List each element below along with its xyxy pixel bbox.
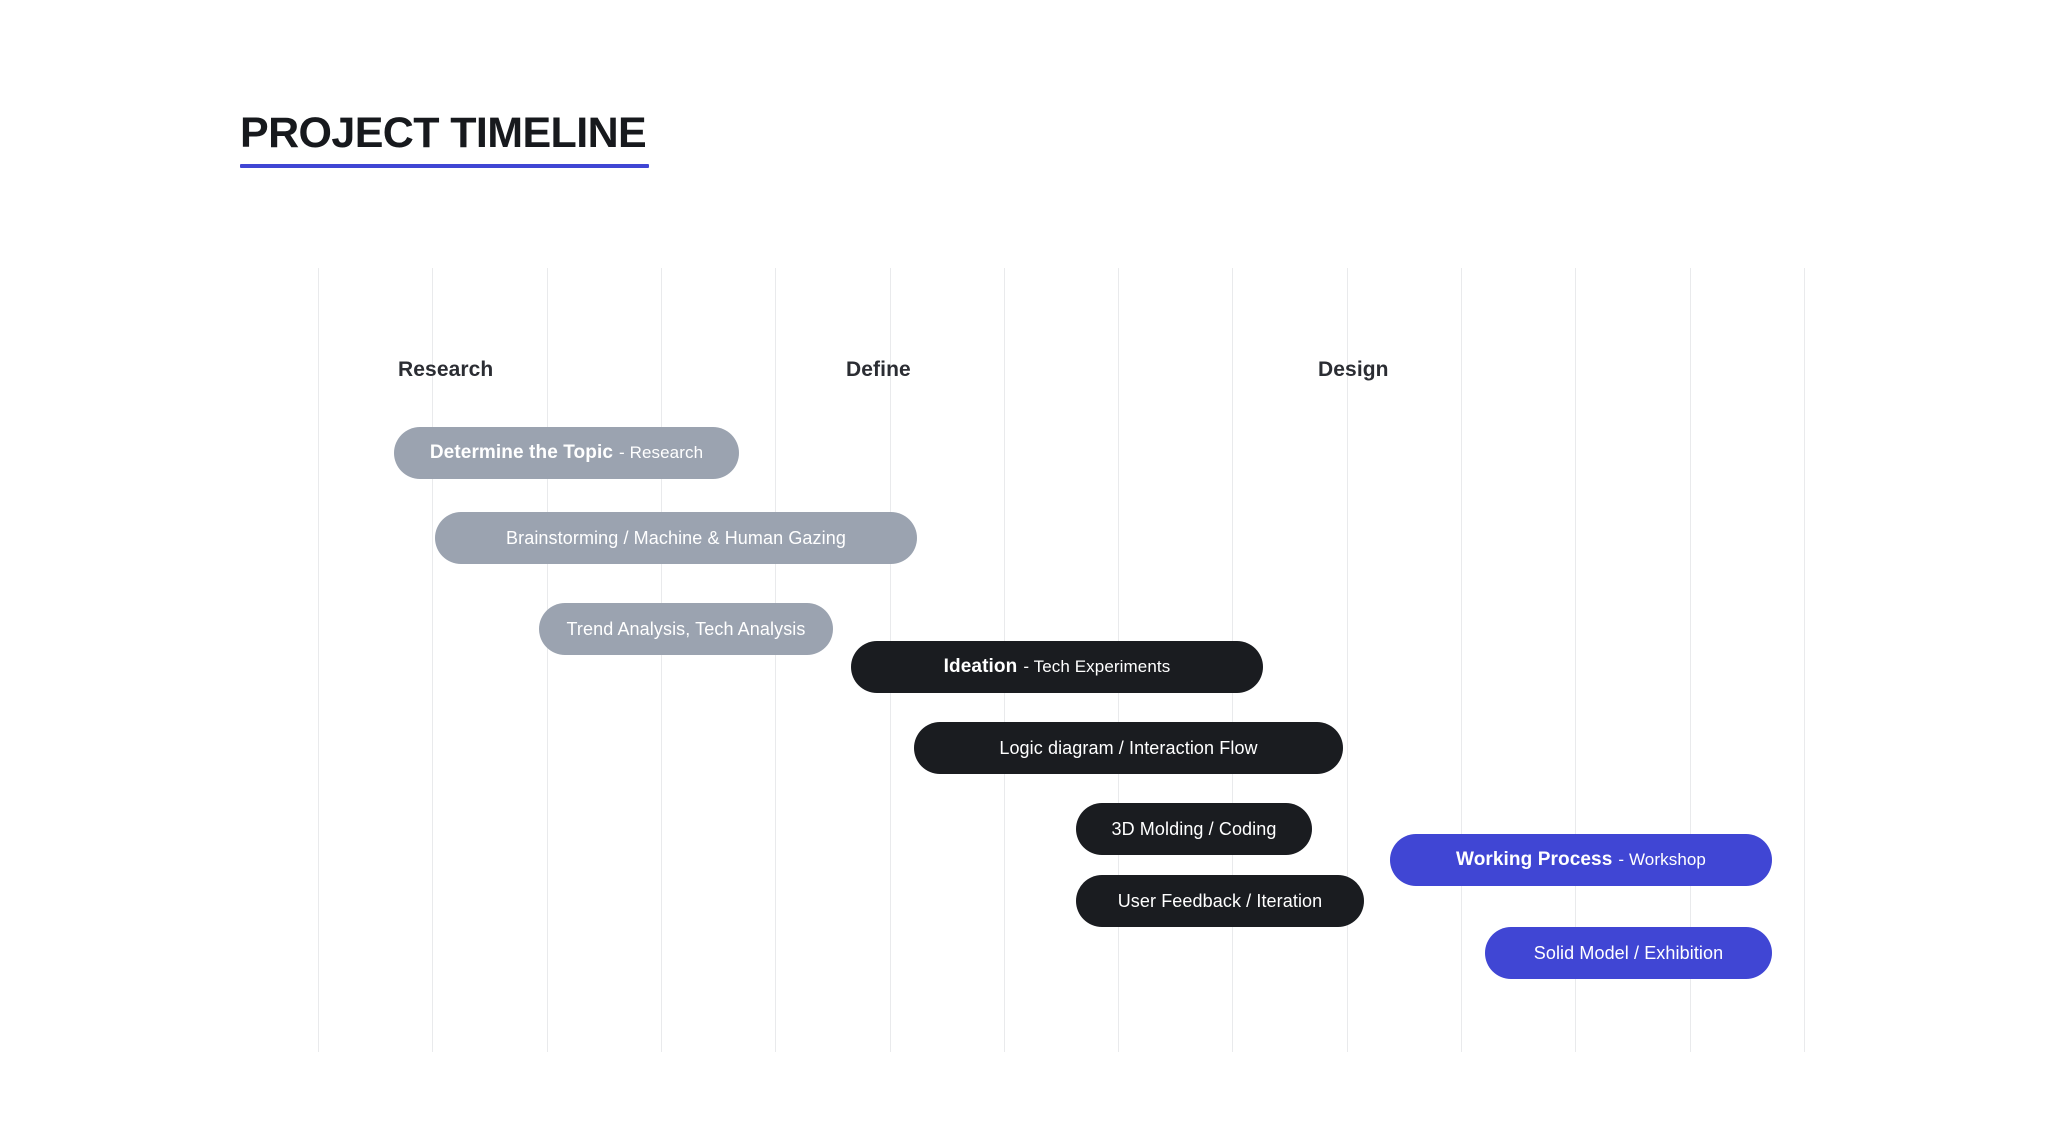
timeline-bar-subtitle: - Tech Experiments xyxy=(1023,657,1171,676)
timeline-bar-title: Ideation xyxy=(943,656,1018,677)
timeline-bar[interactable]: Determine the Topic - Research xyxy=(394,427,739,479)
timeline-bar-subtitle: - Workshop xyxy=(1618,850,1706,869)
timeline-bar-subtitle: Logic diagram / Interaction Flow xyxy=(999,737,1258,758)
timeline-bar-subtitle: User Feedback / Iteration xyxy=(1117,890,1323,911)
timeline-gridline xyxy=(432,268,433,1052)
title-underline-rule xyxy=(240,164,649,168)
timeline-gridline xyxy=(547,268,548,1052)
timeline-bar[interactable]: 3D Molding / Coding xyxy=(1076,803,1312,855)
timeline-bar[interactable]: Brainstorming / Machine & Human Gazing xyxy=(435,512,917,564)
timeline-bar-label: 3D Molding / Coding xyxy=(1112,819,1277,840)
timeline-bar-subtitle: Solid Model / Exhibition xyxy=(1533,942,1724,963)
page-title-block: PROJECT TIMELINE xyxy=(240,112,649,168)
timeline-gridline xyxy=(1347,268,1348,1052)
timeline-bar-subtitle: Brainstorming / Machine & Human Gazing xyxy=(506,527,846,548)
phase-label-design: Design xyxy=(1318,358,1389,381)
timeline-gridline xyxy=(1575,268,1576,1052)
timeline-bar-label: Determine the Topic - Research xyxy=(430,442,703,464)
timeline-bar-label: Logic diagram / Interaction Flow xyxy=(999,738,1257,759)
timeline-bar[interactable]: User Feedback / Iteration xyxy=(1076,875,1364,927)
timeline-bar-label: Working Process - Workshop xyxy=(1456,849,1706,871)
timeline-bar-subtitle: 3D Molding / Coding xyxy=(1111,818,1277,839)
timeline-bar-subtitle: Trend Analysis, Tech Analysis xyxy=(566,618,806,639)
timeline-gridline xyxy=(775,268,776,1052)
timeline-bar[interactable]: Ideation - Tech Experiments xyxy=(851,641,1263,693)
timeline-bar-subtitle: - Research xyxy=(619,443,704,462)
timeline-bar[interactable]: Logic diagram / Interaction Flow xyxy=(914,722,1343,774)
timeline-bar-title: Determine the Topic xyxy=(429,442,613,463)
timeline-bar-label: Brainstorming / Machine & Human Gazing xyxy=(506,528,846,549)
timeline-gridline xyxy=(1804,268,1805,1052)
page-title: PROJECT TIMELINE xyxy=(240,109,647,157)
timeline-bar-label: User Feedback / Iteration xyxy=(1118,891,1323,912)
timeline-gridline xyxy=(661,268,662,1052)
timeline-bar[interactable]: Working Process - Workshop xyxy=(1390,834,1772,886)
timeline-bar[interactable]: Trend Analysis, Tech Analysis xyxy=(539,603,833,655)
timeline-gridline xyxy=(318,268,319,1052)
timeline-bar-label: Ideation - Tech Experiments xyxy=(944,656,1171,678)
timeline-gridline xyxy=(1461,268,1462,1052)
phase-label-research: Research xyxy=(398,358,494,381)
timeline-bar-label: Solid Model / Exhibition xyxy=(1534,943,1724,964)
timeline-gridline xyxy=(1690,268,1691,1052)
timeline-bar[interactable]: Solid Model / Exhibition xyxy=(1485,927,1772,979)
timeline-bar-title: Working Process xyxy=(1456,849,1613,870)
phase-label-define: Define xyxy=(846,358,911,381)
timeline-bar-label: Trend Analysis, Tech Analysis xyxy=(566,619,805,640)
